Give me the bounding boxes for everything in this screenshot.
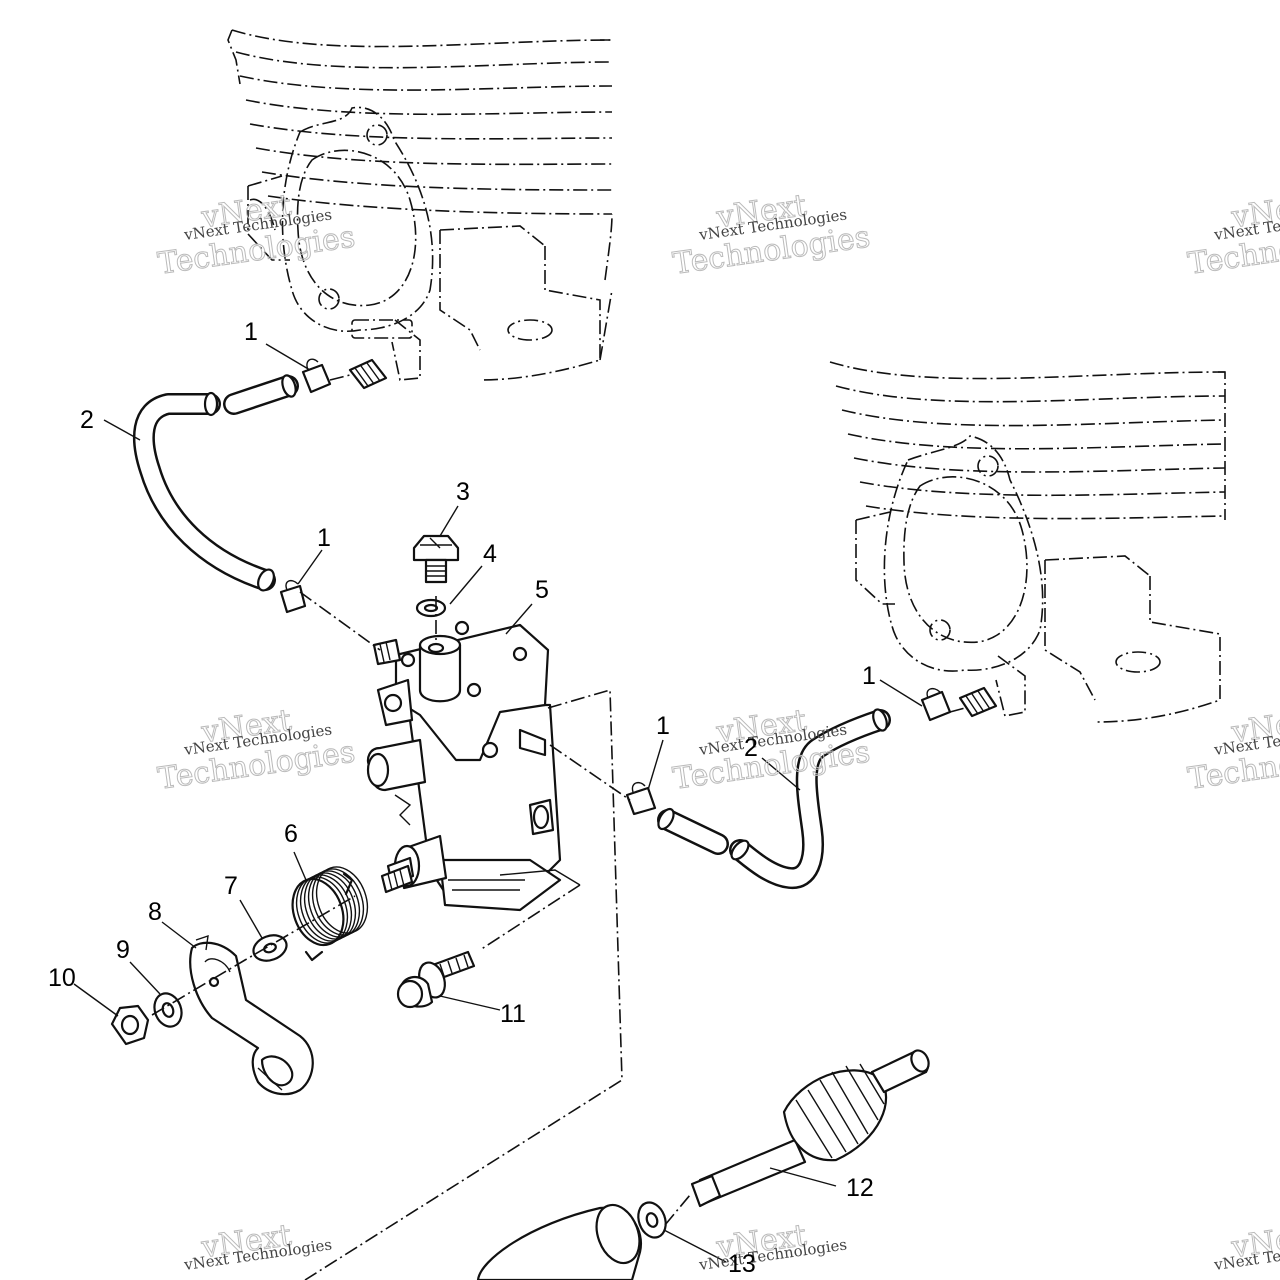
hose-clamp-mid-left xyxy=(279,579,307,614)
sealing-washer xyxy=(415,598,447,618)
callout-7: 7 xyxy=(224,872,238,900)
callout-6: 6 xyxy=(284,820,298,848)
engine-fitting-right xyxy=(958,686,998,718)
callout-1-mid-right: 1 xyxy=(656,712,670,740)
engine-cylinder-left xyxy=(227,29,613,381)
callout-13: 13 xyxy=(728,1250,756,1278)
lock-washer xyxy=(153,992,183,1028)
hose-clamp-top-right xyxy=(920,687,952,722)
callout-10: 10 xyxy=(48,964,76,992)
engine-fitting-left xyxy=(348,358,388,390)
assembly-lines xyxy=(151,374,966,1280)
oil-hose-right xyxy=(657,708,891,890)
callout-1-top-left: 1 xyxy=(244,318,258,346)
callout-9: 9 xyxy=(116,936,130,964)
hose-clamp-mid-right xyxy=(625,781,657,816)
gear-washer xyxy=(637,1201,667,1239)
callout-2-left-hose: 2 xyxy=(80,406,94,434)
callout-1-mid-left: 1 xyxy=(317,524,331,552)
return-spring xyxy=(291,866,369,962)
callout-labels: 1 2 1 3 4 5 1 1 2 6 7 8 9 10 11 12 13 xyxy=(48,318,876,1278)
banjo-bolt xyxy=(412,534,460,584)
engine-cylinder-right xyxy=(829,361,1226,723)
pump-control-lever xyxy=(189,934,314,1096)
pump-shaft-stub xyxy=(380,864,414,894)
watermark: vNext vNext Technologies Technologies vN… xyxy=(155,188,1280,1275)
callout-12: 12 xyxy=(846,1174,874,1202)
callout-8: 8 xyxy=(148,898,162,926)
drive-gear-shaft xyxy=(690,1049,930,1208)
flat-washer xyxy=(252,934,288,962)
hex-nut xyxy=(110,1004,150,1046)
callout-4: 4 xyxy=(483,540,497,568)
callout-1-top-right: 1 xyxy=(862,662,876,690)
oil-hose-left xyxy=(132,374,299,592)
gear-housing xyxy=(476,1203,643,1280)
callout-2-right-hose: 2 xyxy=(744,734,758,762)
callout-5: 5 xyxy=(535,576,549,604)
hose-clamp-top-left xyxy=(301,358,332,394)
mounting-bolt xyxy=(396,950,476,1009)
leader-lines xyxy=(73,343,923,1263)
callout-11: 11 xyxy=(500,1000,526,1028)
callout-3: 3 xyxy=(456,478,470,506)
oil-pump-body xyxy=(366,620,581,912)
